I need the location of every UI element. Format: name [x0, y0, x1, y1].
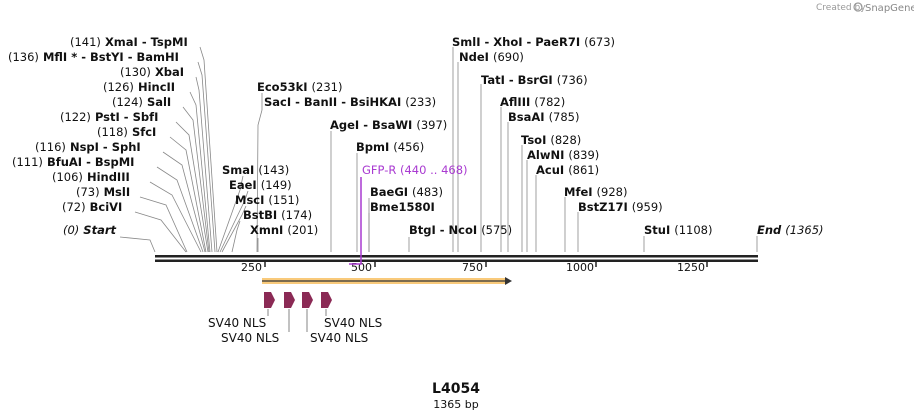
site-label-psti[interactable]: (122) PstI - SbfI [60, 110, 158, 124]
site-label-tati[interactable]: TatI - BsrGI (736) [481, 73, 588, 87]
site-label-smai[interactable]: SmaI (143) [222, 163, 289, 177]
tick-label: 750 [462, 261, 483, 274]
site-label-xmni[interactable]: XmnI (201) [250, 223, 318, 237]
site-connectors [119, 46, 758, 253]
site-label-eco53ki[interactable]: Eco53kI (231) [257, 80, 342, 94]
site-label-bfuai[interactable]: (111) BfuAI - BspMI [12, 155, 134, 169]
site-label-sali[interactable]: (124) SalI [112, 95, 171, 109]
site-label-ndei[interactable]: NdeI (690) [459, 50, 524, 64]
site-label-stui[interactable]: StuI (1108) [644, 223, 713, 237]
site-label-msli[interactable]: (73) MslI [76, 185, 130, 199]
site-label-hincii[interactable]: (126) HincII [103, 80, 175, 94]
sv40-nls-feature[interactable] [284, 292, 295, 308]
site-label-saci[interactable]: SacI - BanII - BsiHKAI (233) [264, 95, 436, 109]
site-label-tsoi[interactable]: TsoI (828) [521, 133, 581, 147]
snapgene-logo-icon [853, 2, 863, 12]
orf-arrow[interactable] [262, 277, 512, 285]
site-label-baegi[interactable]: BaeGI (483) [370, 185, 443, 199]
site-label-xbai[interactable]: (130) XbaI [120, 65, 184, 79]
site-label-agei[interactable]: AgeI - BsaWI (397) [330, 118, 447, 132]
site-label-smli[interactable]: SmlI - XhoI - PaeR7I (673) [452, 35, 615, 49]
site-label-end[interactable]: End (1365) [757, 223, 824, 237]
sv40-nls-feature[interactable] [264, 292, 275, 308]
site-label-bcivi[interactable]: (72) BciVI [62, 200, 122, 214]
feature-label: SV40 NLS [221, 331, 279, 345]
sv40-nls-feature[interactable] [321, 292, 332, 308]
feature-label: SV40 NLS [324, 316, 382, 330]
site-label-sfci[interactable]: (118) SfcI [97, 125, 156, 139]
tick-label: 250 [241, 261, 262, 274]
site-label-msci[interactable]: MscI (151) [235, 193, 299, 207]
feature-connectors [267, 309, 327, 332]
site-label-bsaai[interactable]: BsaAI (785) [508, 110, 580, 124]
feature-label: SV40 NLS [208, 316, 266, 330]
feature-label: SV40 NLS [310, 331, 368, 345]
primer-gfp-r[interactable] [349, 177, 362, 265]
sv40-nls-feature[interactable] [302, 292, 313, 308]
site-label-btgi[interactable]: BtgI - NcoI (575) [409, 223, 512, 237]
map-title: L4054 [432, 381, 480, 397]
site-label-alwni[interactable]: AlwNI (839) [527, 148, 599, 162]
site-label-nspi[interactable]: (116) NspI - SphI [35, 140, 141, 154]
site-label-bstbi[interactable]: BstBI (174) [243, 208, 312, 222]
site-label-start[interactable]: (0) Start [63, 223, 117, 237]
primer-label-gfp-r[interactable]: GFP-R (440 .. 468) [362, 163, 468, 177]
site-label-bpmi[interactable]: BpmI (456) [356, 140, 424, 154]
site-label-xmai[interactable]: (141) XmaI - TspMI [70, 35, 188, 49]
site-label-acui[interactable]: AcuI (861) [536, 163, 599, 177]
tick-marks [264, 262, 708, 267]
map-length: 1365 bp [433, 398, 478, 411]
site-label-hindiii[interactable]: (106) HindIII [52, 170, 130, 184]
site-label-mfei[interactable]: MfeI (928) [564, 185, 627, 199]
brand-name: SnapGene [865, 3, 914, 14]
created-by-text: Created by [816, 3, 866, 13]
site-label-afliii[interactable]: AflIII (782) [500, 95, 565, 109]
tick-label: 1000 [566, 261, 594, 274]
site-label-eaei[interactable]: EaeI (149) [229, 178, 292, 192]
site-label-bstz17i[interactable]: BstZ17I (959) [578, 200, 663, 214]
site-label-bme1580i[interactable]: Bme1580I [370, 200, 435, 214]
site-label-mfli[interactable]: (136) MflI * - BstYI - BamHI [8, 50, 179, 64]
sequence-backbone [155, 255, 758, 262]
tick-label: 1250 [677, 261, 705, 274]
